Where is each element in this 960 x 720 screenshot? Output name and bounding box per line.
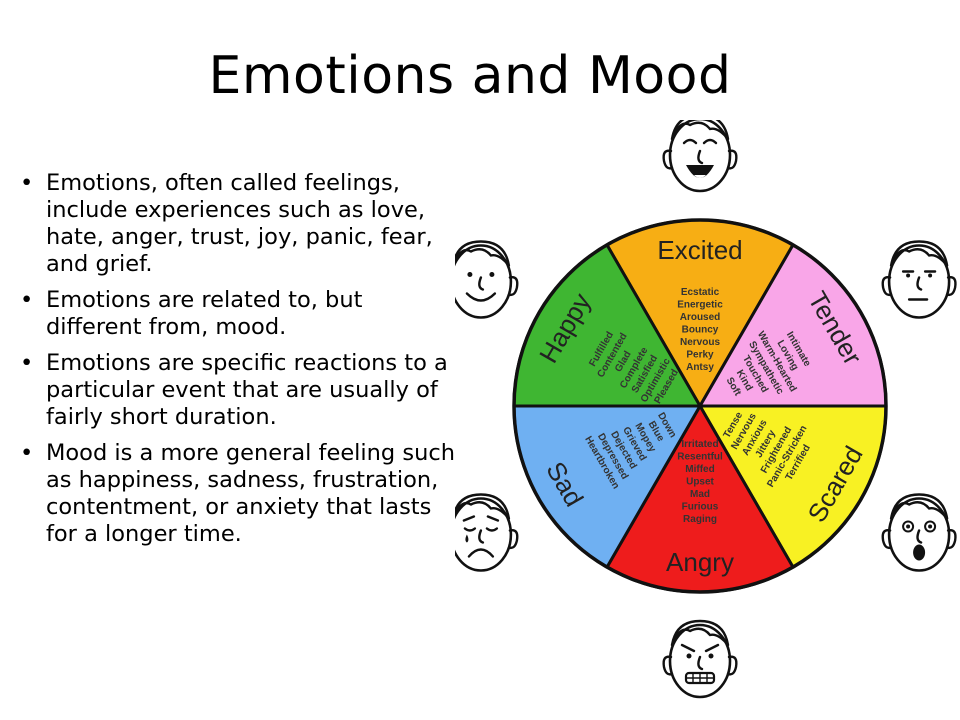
scared-face-icon	[881, 493, 957, 572]
emotion-word: Aroused	[680, 312, 721, 323]
emotion-word: Mad	[690, 489, 710, 500]
laughing-face-icon	[662, 120, 738, 193]
emotion-word: Raging	[683, 514, 717, 525]
emotion-word: Furious	[682, 502, 719, 513]
bullet-item: Mood is a more general feeling such as h…	[18, 440, 458, 548]
calm-face-icon	[881, 240, 957, 319]
wedge-label-excited: Excited	[657, 235, 742, 265]
emotion-word: Irritated	[681, 439, 718, 450]
bullet-item: Emotions are related to, but different f…	[18, 287, 458, 341]
emotion-word: Miffed	[685, 464, 714, 475]
bullet-item: Emotions are specific reactions to a par…	[18, 350, 458, 431]
slide-title: Emotions and Mood	[208, 46, 732, 106]
emotion-word: Perky	[686, 350, 714, 361]
angry-face-icon	[662, 619, 738, 699]
bullet-list: Emotions, often called feelings, include…	[18, 170, 458, 557]
crying-face-icon	[455, 493, 519, 572]
word-list-excited: EcstaticEnergeticArousedBouncyNervousPer…	[677, 287, 723, 373]
emotion-word: Resentful	[677, 452, 723, 463]
emotion-word: Bouncy	[682, 325, 719, 336]
emotion-word: Nervous	[680, 337, 720, 348]
word-list-angry: IrritatedResentfulMiffedUpsetMadFuriousR…	[677, 439, 723, 525]
emotion-word: Antsy	[686, 362, 714, 373]
smiling-face-icon	[455, 240, 519, 319]
bullet-item: Emotions, often called feelings, include…	[18, 170, 458, 278]
word-list-sad: DownBlueMopeyGrievedDejectedDepressedHea…	[582, 411, 678, 491]
emotion-word: Energetic	[677, 300, 723, 311]
emotion-word: Ecstatic	[681, 287, 720, 298]
wheel-outline	[512, 218, 888, 594]
emotion-word: Upset	[686, 477, 714, 488]
wedge-label-angry: Angry	[666, 547, 734, 577]
emotion-wheel: ExcitedEcstaticEnergeticArousedBouncyNer…	[455, 120, 957, 699]
word-list-scared: TenseNervousAnxiousJitteryFrightenedPani…	[722, 410, 813, 489]
